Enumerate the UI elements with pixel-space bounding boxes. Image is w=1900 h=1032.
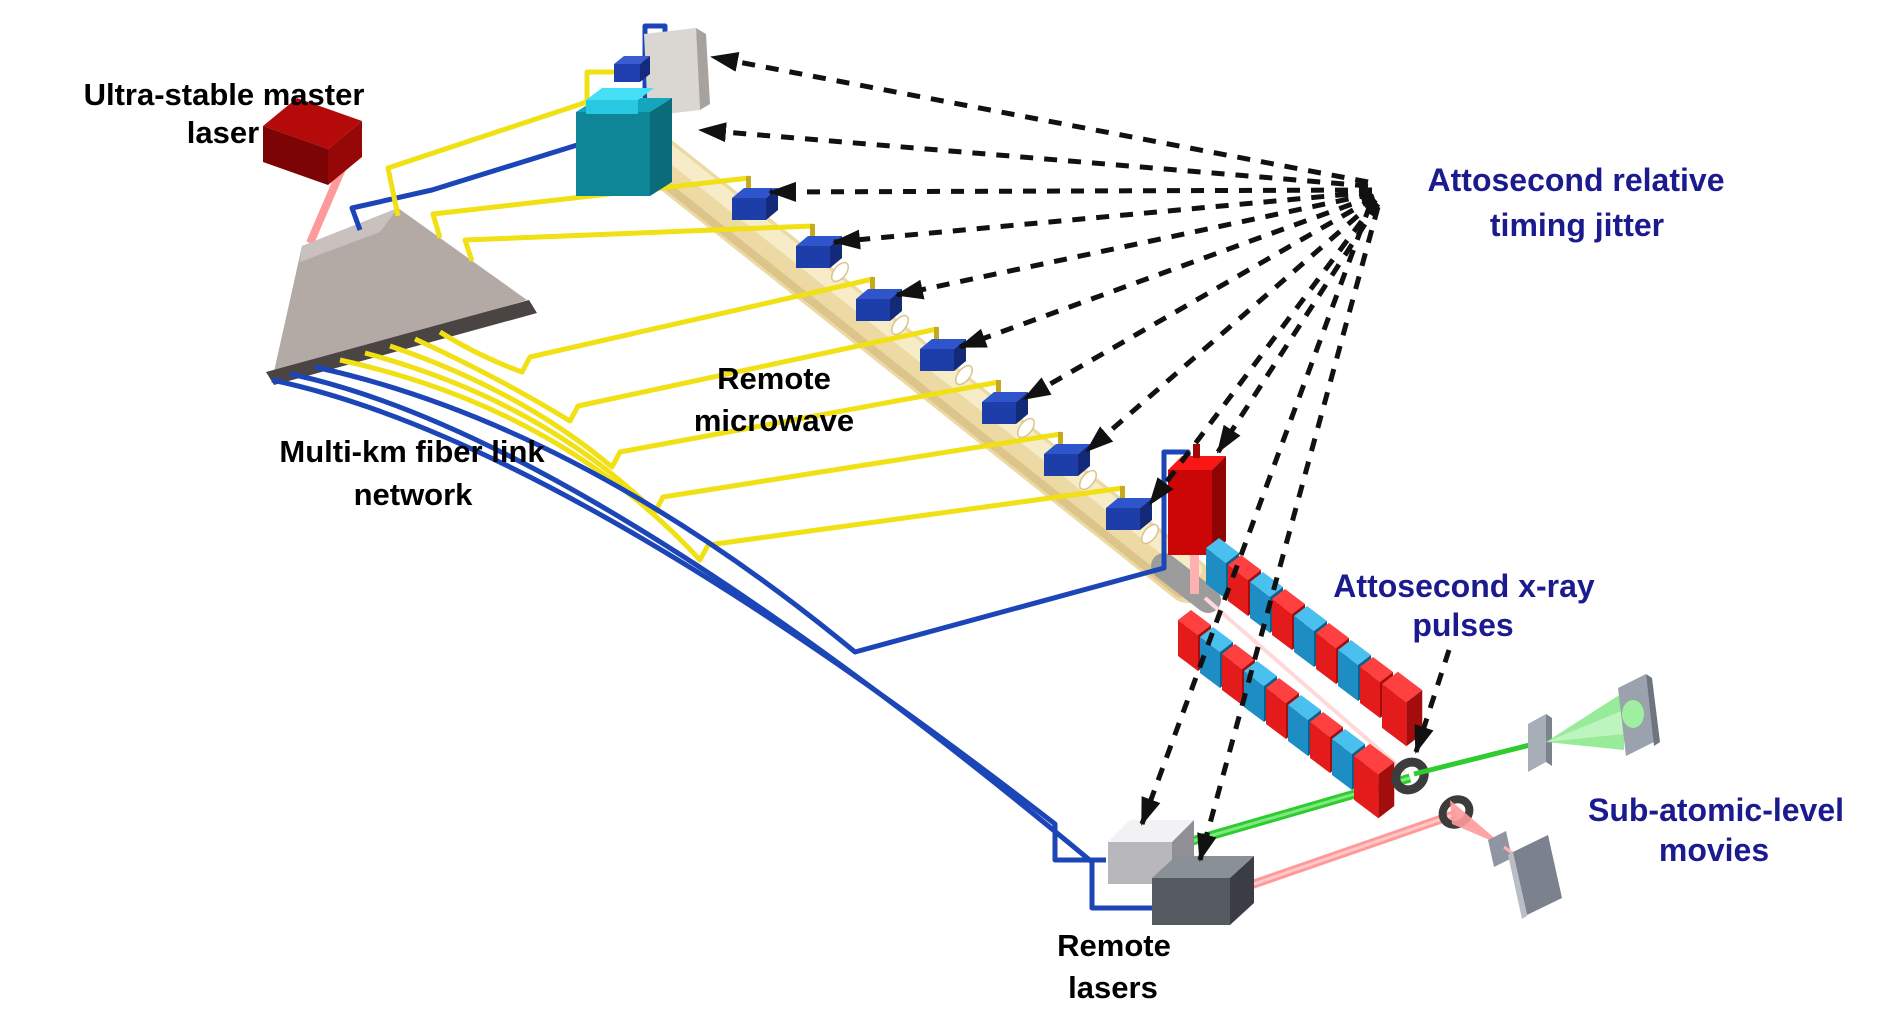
label-fiber-network-line1: Multi-km fiber link <box>279 434 545 469</box>
red-laser-beam-core <box>1247 812 1457 888</box>
label-master-laser-line1: Ultra-stable master <box>84 77 365 112</box>
jitter-arrow-remote-laser-2 <box>1197 206 1381 862</box>
splitter-edge-highlight <box>300 208 398 262</box>
undulator-laser-right-face <box>1212 456 1226 555</box>
remote-laser-1-front-face <box>1108 842 1172 884</box>
fiber-to-remote-laser-1 <box>271 377 1106 863</box>
label-remote-microwave-line2: microwave <box>694 403 854 438</box>
label-remote-microwave-line1: Remote <box>717 361 831 396</box>
remote-laser-2-top-face <box>1152 856 1254 878</box>
master-laser-right-face <box>328 121 362 185</box>
fiber-splitter <box>266 208 537 385</box>
master-laser <box>263 98 362 245</box>
jitter-arrow-injector <box>698 122 1369 189</box>
tube-shadow <box>648 170 1184 598</box>
xray-probe-beam <box>1413 741 1535 777</box>
reference-receiver-panel <box>644 28 710 154</box>
master-laser-top-face <box>263 98 362 149</box>
xray-interaction-ring <box>1391 757 1429 795</box>
label-remote-lasers-line1: Remote <box>1057 928 1171 963</box>
injector-step-top <box>586 88 654 100</box>
jitter-arrow-station-2 <box>832 189 1373 250</box>
focusing-beam <box>1450 800 1504 846</box>
label-master-laser-line2: laser <box>187 115 259 150</box>
label-timing-jitter-line2: timing jitter <box>1490 207 1664 243</box>
fiber-link-network <box>271 23 1191 911</box>
sample-plate-green-edge <box>1546 714 1552 766</box>
injector-right-face <box>650 98 672 196</box>
jitter-arrow-undulator-laser <box>1215 202 1381 454</box>
timing-jitter-arrows <box>698 52 1452 862</box>
detector-spot <box>1622 700 1644 728</box>
fiber-branch-station-3 <box>438 276 874 375</box>
injector-connector-front <box>614 64 640 82</box>
label-xray-pulses-line1: Attosecond x-ray <box>1333 568 1595 604</box>
detector-screen-green-edge <box>1646 674 1660 746</box>
electron-beam <box>1203 596 1407 774</box>
magnet-block-end <box>1382 671 1423 747</box>
microwave-station-5 <box>982 380 1028 424</box>
undulator-laser-stub <box>1193 444 1200 458</box>
fiber-branch-station-2 <box>462 223 814 262</box>
detector-plate-edge <box>1508 852 1527 919</box>
labels: Ultra-stable master laser Multi-km fiber… <box>84 77 1844 1005</box>
undulator-laser-front-face <box>1168 470 1212 555</box>
fiber-branch-station-5 <box>389 343 1000 470</box>
tube-end-cylinder <box>1151 553 1221 613</box>
xray-pulses-arrow <box>1413 649 1452 754</box>
splitter-wedge <box>273 208 527 376</box>
jitter-arrow-station-7 <box>1147 200 1379 506</box>
fiber-to-undulator-laser <box>314 364 1191 655</box>
remote-laser-1-top-face <box>1108 820 1194 842</box>
scatter-cone-core <box>1546 710 1624 742</box>
fiber-branch-station-7 <box>339 357 1124 563</box>
microwave-station-1 <box>732 176 778 220</box>
jitter-arrow-station-6 <box>1085 198 1378 453</box>
tube-joints <box>830 261 1160 545</box>
panel-front-face <box>644 28 700 116</box>
undulator-remote-laser <box>1168 444 1226 594</box>
label-movies-line2: movies <box>1659 832 1769 868</box>
microwave-station-6 <box>1044 432 1090 476</box>
fiber-to-remote-laser-2 <box>289 371 1154 911</box>
jitter-arrow-station-5 <box>1022 195 1376 402</box>
injector-connector-top <box>614 56 650 64</box>
sample-plate-red <box>1488 831 1512 867</box>
xray-experiment <box>1391 674 1660 795</box>
label-timing-jitter-line1: Attosecond relative <box>1428 162 1725 198</box>
label-movies-line1: Sub-atomic-level <box>1588 792 1844 828</box>
injector-step-front <box>586 100 638 114</box>
remote-laser-2-front-face <box>1152 878 1230 925</box>
remote-laser-2 <box>1152 856 1254 925</box>
jitter-arrow-reference-panel <box>710 52 1369 185</box>
injector-connector-side <box>640 56 650 82</box>
fiber-branch-station-4 <box>413 326 938 424</box>
optical-experiment <box>1246 795 1562 919</box>
detector-plate-red <box>1513 835 1562 915</box>
label-fiber-network-line2: network <box>354 477 474 512</box>
label-xray-pulses-line2: pulses <box>1412 607 1513 643</box>
label-remote-lasers-line2: lasers <box>1068 970 1158 1005</box>
splitter-comb <box>266 300 537 385</box>
jitter-arrow-station-1 <box>768 181 1373 202</box>
microwave-station-2 <box>796 224 842 268</box>
injector-front-face <box>576 112 650 196</box>
undulator-laser-beam <box>1190 552 1199 594</box>
jitter-arrow-station-3 <box>895 191 1373 300</box>
master-laser-front-face <box>263 126 328 185</box>
jitter-arrow-station-4 <box>958 193 1375 350</box>
injector-station <box>576 56 672 196</box>
sample-plate-green <box>1528 714 1546 772</box>
remote-laser-2-right-face <box>1230 856 1254 925</box>
panel-right-face <box>696 28 710 110</box>
